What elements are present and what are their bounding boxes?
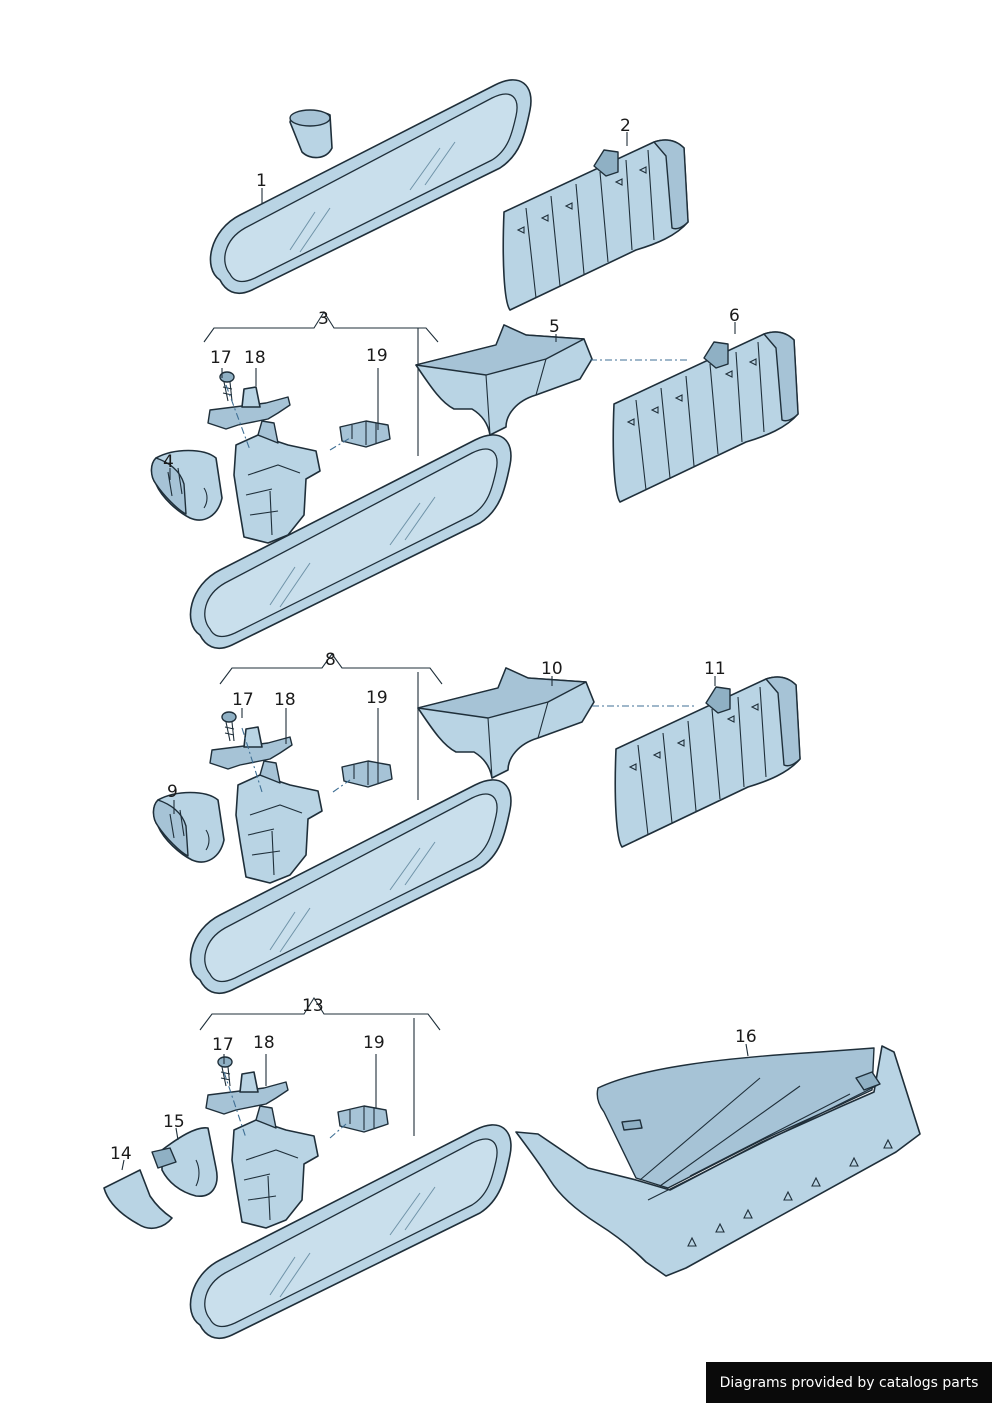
callout-13: 13 [302,996,324,1016]
callout-19-b: 19 [366,688,388,708]
trim-piece-10 [417,667,595,779]
callout-8: 8 [325,650,336,670]
callout-9: 9 [167,782,178,802]
callout-16: 16 [735,1027,757,1047]
trim-piece-5 [415,324,593,436]
callout-14: 14 [110,1144,132,1164]
callout-17-c: 17 [212,1035,234,1055]
callout-17-b: 17 [232,690,254,710]
callout-15: 15 [163,1112,185,1132]
callout-3: 3 [318,309,329,329]
callout-19-a: 19 [366,346,388,366]
trim-panel-6 [612,331,799,503]
trim-panel-2 [502,139,689,311]
callout-18-c: 18 [253,1033,275,1053]
callout-1: 1 [256,171,267,191]
callout-18-b: 18 [274,690,296,710]
tray-16 [515,1045,921,1277]
callout-4: 4 [163,452,174,472]
callout-6: 6 [729,306,740,326]
credit-banner: Diagrams provided by catalogs parts [706,1362,992,1403]
callout-2: 2 [620,116,631,136]
assembly-8 [152,653,512,995]
cover-cap-15 [151,1127,218,1197]
mirror-1 [209,79,532,295]
callout-10: 10 [541,659,563,679]
assembly-13 [103,996,512,1340]
callout-17-a: 17 [210,348,232,368]
assembly-3 [150,310,512,650]
callout-5: 5 [549,317,560,337]
callout-18-a: 18 [244,348,266,368]
trim-panel-11 [614,676,801,848]
cover-cap-14 [103,1169,173,1230]
callout-19-c: 19 [363,1033,385,1053]
callout-11: 11 [704,659,726,679]
